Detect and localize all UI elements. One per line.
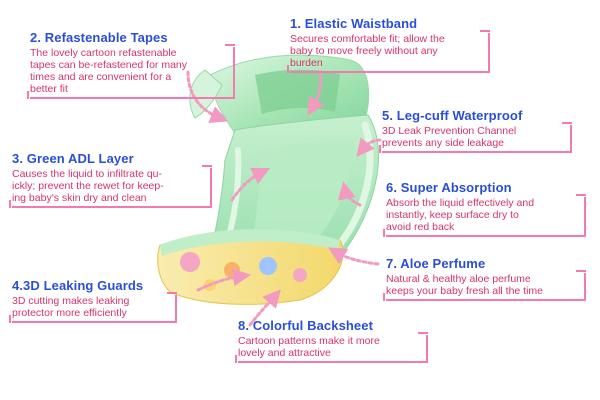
feature-title: 5. Leg-cuff Waterproof	[382, 108, 523, 123]
feature-title: 1. Elastic Waistband	[290, 16, 418, 31]
diaper-front-waist	[160, 229, 340, 256]
arrow-8	[248, 289, 281, 327]
feature-description: The lovely cartoon refastenable tapes ca…	[27, 44, 235, 99]
feature-description: Cartoon patterns make it more lovely and…	[235, 332, 428, 363]
feature-line: instantly, keep surface dry to	[386, 209, 519, 221]
callout-aloe-perfume: 7. Aloe Perfume Natural & healthy aloe p…	[383, 256, 586, 301]
feature-line: lovely and attractive	[238, 347, 331, 359]
arrow-4	[196, 268, 251, 292]
feature-title: 6. Super Absorption	[386, 180, 512, 195]
feature-line: ickly; prevent the rewet for keep-	[12, 180, 164, 192]
feature-description: 3D cutting makes leaking protector more …	[9, 292, 177, 323]
feature-description: Absorb the liquid effectively and instan…	[383, 194, 586, 237]
feature-line: better fit	[30, 83, 68, 95]
cartoon-print	[293, 268, 307, 282]
cartoon-print	[180, 252, 200, 272]
feature-line: tapes can be-refastened for many	[30, 59, 188, 71]
feature-title: 3. Green ADL Layer	[12, 151, 134, 166]
arrow-1	[307, 70, 325, 116]
callout-leg-cuff-waterproof: 5. Leg-cuff Waterproof 3D Leak Preventio…	[379, 108, 572, 153]
feature-line: 3D cutting makes leaking	[12, 295, 130, 307]
arrow-5	[356, 137, 382, 158]
feature-title: 4.3D Leaking Guards	[12, 278, 144, 293]
feature-description: 3D Leak Prevention Channel prevents any …	[379, 122, 572, 153]
feature-description: Secures comfortable fit; allow the baby …	[287, 30, 490, 73]
feature-line: Secures comfortable fit; allow the	[290, 33, 445, 45]
arrow-3	[230, 167, 271, 202]
feature-description: Causes the liquid to infiltrate qu- ickl…	[9, 165, 212, 208]
callout-arrows	[186, 70, 382, 327]
feature-title: 7. Aloe Perfume	[386, 256, 486, 271]
feature-line: baby to move freely without any	[290, 45, 438, 57]
callout-elastic-waistband: 1. Elastic Waistband Secures comfortable…	[287, 16, 490, 73]
feature-line: 3D Leak Prevention Channel	[382, 125, 517, 137]
feature-line: The lovely cartoon refastenable	[30, 47, 177, 59]
feature-line: Absorb the liquid effectively and	[386, 197, 535, 209]
feature-line: Cartoon patterns make it more	[238, 335, 380, 347]
feature-line: ing baby's skin dry and clean	[12, 192, 147, 204]
callout-green-adl-layer: 3. Green ADL Layer Causes the liquid to …	[9, 151, 212, 208]
arrow-6	[337, 181, 362, 207]
arrow-2	[186, 70, 229, 124]
feature-line: Natural & healthy aloe perfume	[386, 273, 531, 285]
feature-line: avoid red back	[386, 221, 455, 233]
callout-refastenable-tapes: 2. Refastenable Tapes The lovely cartoon…	[27, 30, 235, 99]
feature-description: Natural & healthy aloe perfume keeps you…	[383, 270, 586, 301]
cartoon-print	[259, 257, 277, 275]
feature-title: 2. Refastenable Tapes	[30, 30, 168, 45]
feature-line: prevents any side leakage	[382, 137, 504, 149]
feature-title: 8. Colorful Backsheet	[238, 318, 374, 333]
tape-wing	[189, 69, 223, 119]
arrow-7	[328, 247, 380, 266]
callout-super-absorption: 6. Super Absorption Absorb the liquid ef…	[383, 180, 586, 237]
feature-line: Causes the liquid to infiltrate qu-	[12, 168, 162, 180]
callout-3d-leaking-guards: 4.3D Leaking Guards 3D cutting makes lea…	[9, 278, 177, 323]
callout-colorful-backsheet: 8. Colorful Backsheet Cartoon patterns m…	[235, 318, 428, 363]
feature-line: burden	[290, 57, 323, 69]
feature-line: keeps your baby fresh all the time	[386, 285, 543, 297]
elastic-waistband	[255, 69, 340, 114]
feature-line: protector more efficiently	[12, 307, 127, 319]
feature-line: times and are convenient for a	[30, 71, 172, 83]
